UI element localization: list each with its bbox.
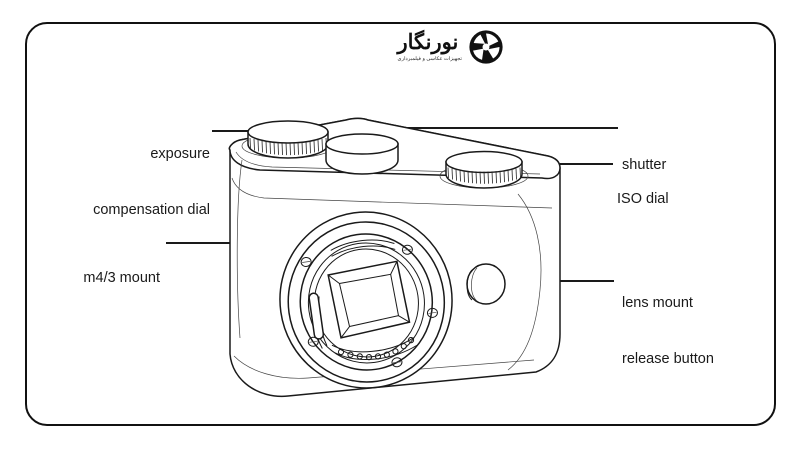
brand-tagline: تجهیزات عکاسی و فیلمبرداری <box>397 55 462 62</box>
callout-label-line-1: ISO dial <box>617 191 669 208</box>
sensor-chamber <box>327 260 411 339</box>
exposure-compensation-dial[interactable] <box>241 120 335 159</box>
brand-logo-text: نورنگار تجهیزات عکاسی و فیلمبرداری <box>398 32 462 62</box>
lens-contact-pins <box>337 337 415 361</box>
callout-label-exposure-compensation-dial: exposure compensation dial <box>0 108 210 256</box>
callout-label-iso-dial: ISO dial <box>617 153 777 246</box>
page-border-frame <box>25 22 776 426</box>
callout-label-m43-mount: m4/3 mount <box>0 232 160 325</box>
mount-screws <box>300 244 438 368</box>
camera-body-illustration <box>228 117 561 399</box>
callout-label-line-2: compensation dial <box>93 201 210 218</box>
shutter-button[interactable] <box>325 133 399 175</box>
lens-mount-release-button[interactable] <box>466 263 506 305</box>
brand-logo: نورنگار تجهیزات عکاسی و فیلمبرداری <box>360 22 505 72</box>
m43-lens-mount[interactable] <box>269 201 464 399</box>
callout-label-line-1: m4/3 mount <box>83 270 160 287</box>
callout-label-line-2: release button <box>622 350 714 367</box>
callout-label-lens-mount-release-button: lens mount release button <box>622 257 792 405</box>
callout-label-line-1: shutter <box>622 157 667 174</box>
callout-label-shutter: shutter <box>622 119 782 212</box>
leader-line-exposure-compensation-dial <box>212 130 270 132</box>
leader-line-iso-dial <box>560 163 613 165</box>
brand-name: نورنگار <box>397 30 459 54</box>
callout-label-line-1: lens mount <box>622 295 693 312</box>
leader-line-shutter <box>352 127 618 129</box>
callout-label-line-1: exposure <box>150 146 210 163</box>
iso-dial[interactable] <box>439 150 529 189</box>
camera-shutter-aperture-icon <box>469 30 503 64</box>
